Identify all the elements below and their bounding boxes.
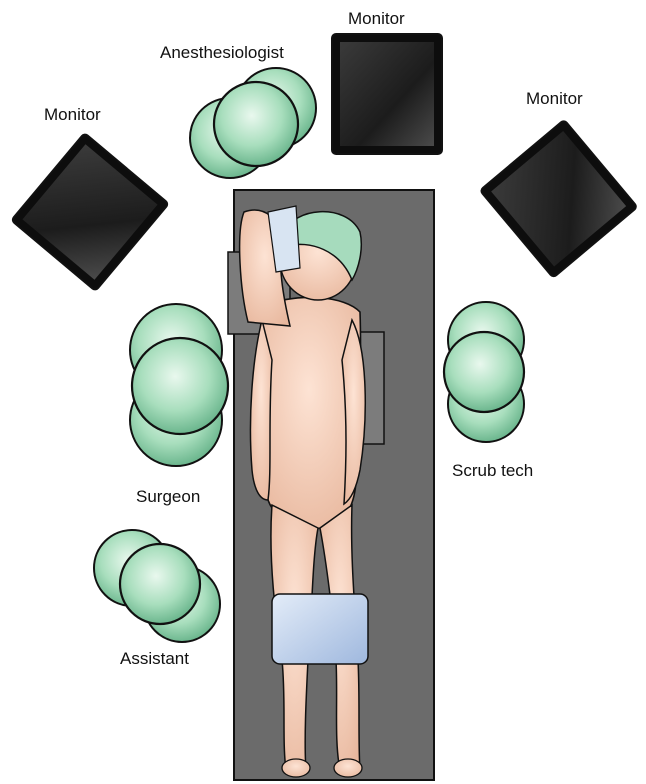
knee-pad	[272, 594, 368, 664]
scrub-tech-figure	[444, 302, 524, 442]
monitor-left	[11, 133, 169, 291]
label-monitor-left: Monitor	[44, 105, 101, 124]
assistant-figure	[94, 530, 220, 642]
label-assistant: Assistant	[120, 649, 189, 668]
surgeon-figure	[130, 304, 228, 466]
label-anesthesiologist: Anesthesiologist	[160, 43, 284, 62]
label-monitor-right: Monitor	[526, 89, 583, 108]
label-surgeon: Surgeon	[136, 487, 200, 506]
monitor-top	[332, 34, 442, 154]
monitor-right	[480, 120, 638, 278]
label-scrub-tech: Scrub tech	[452, 461, 533, 480]
label-monitor-top: Monitor	[348, 9, 405, 28]
anesthesiologist-figure	[190, 68, 316, 178]
